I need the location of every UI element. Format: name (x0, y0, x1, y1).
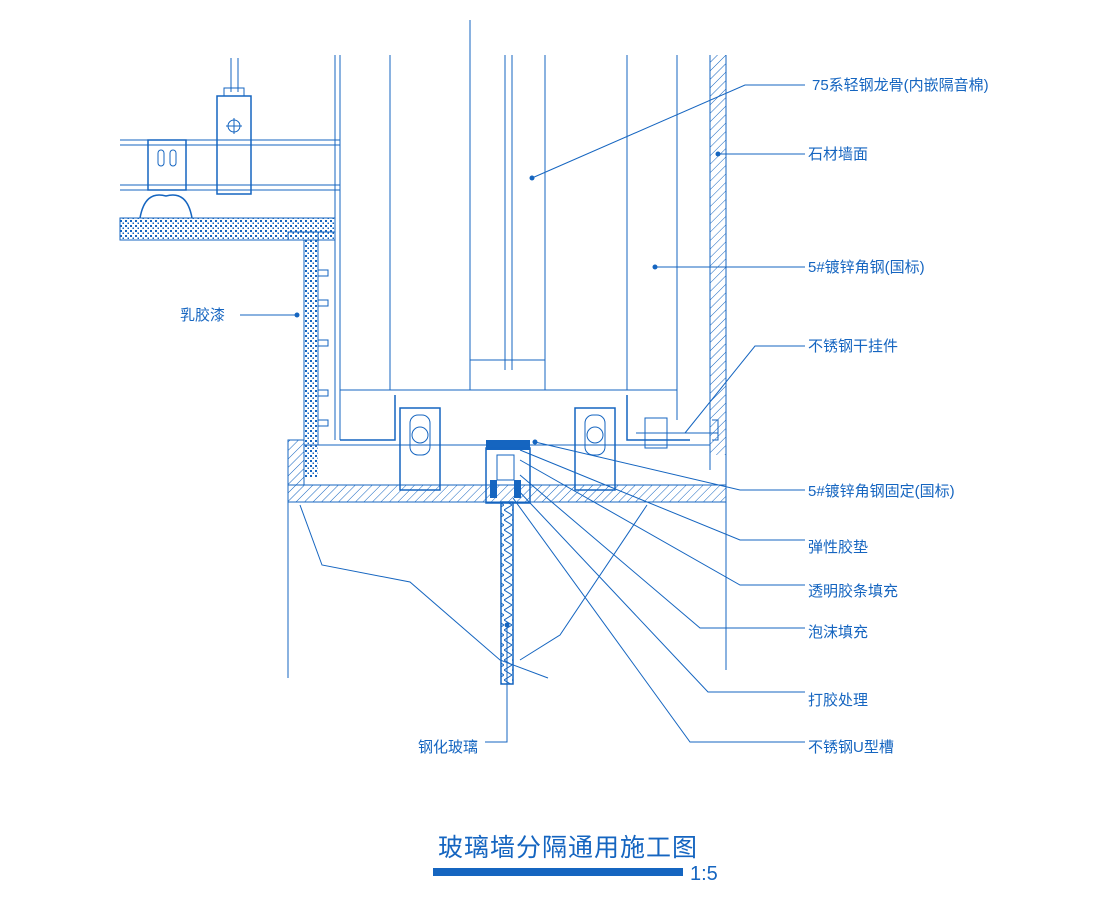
label-glass: 钢化玻璃 (418, 739, 478, 756)
label-strip: 透明胶条填充 (808, 583, 898, 600)
label-gasket: 弹性胶垫 (808, 539, 868, 556)
glass-panel (485, 440, 531, 685)
leader-lines (240, 84, 805, 743)
stone-wall (709, 55, 727, 670)
label-keel: 75系轻钢龙骨(内嵌隔音棉) (812, 77, 989, 94)
ceiling-structure (119, 58, 340, 241)
drawing-scale: 1:5 (690, 863, 718, 885)
label-angle-fix: 5#镀锌角钢固定(国标) (808, 483, 955, 500)
label-angle-steel: 5#镀锌角钢(国标) (808, 259, 925, 276)
label-stone: 石材墙面 (808, 146, 868, 163)
break-lines (299, 504, 648, 679)
keel-frame (334, 20, 678, 440)
label-foam: 泡沫填充 (808, 624, 868, 641)
label-u-channel: 不锈钢U型槽 (808, 739, 894, 756)
left-wall (287, 231, 335, 477)
drawing-title: 玻璃墙分隔通用施工图 (438, 834, 698, 862)
title-underline (433, 868, 683, 876)
label-sealant: 打胶处理 (808, 692, 868, 709)
label-hanger: 不锈钢干挂件 (808, 338, 898, 355)
label-latex: 乳胶漆 (180, 307, 225, 324)
